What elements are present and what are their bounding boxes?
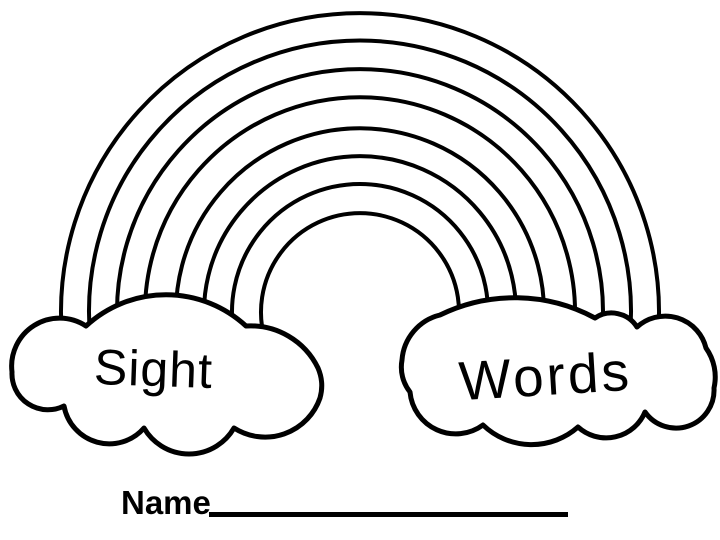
- rainbow-arc: [230, 182, 490, 341]
- name-blank-line: [209, 512, 568, 517]
- left-cloud-label: Sight: [93, 338, 214, 400]
- rainbow-arc: [259, 211, 461, 341]
- rainbow-arc: [115, 67, 605, 341]
- rainbow-arc: [59, 11, 661, 341]
- name-label: Name: [121, 484, 211, 521]
- rainbow-arc: [202, 154, 518, 341]
- right-cloud-label: Words: [457, 339, 634, 413]
- rainbow-arcs: [59, 11, 661, 341]
- left-cloud-shape: [9, 292, 325, 457]
- rainbow-arc: [143, 95, 577, 341]
- rainbow-arc: [174, 126, 546, 341]
- right-cloud-shape: [398, 295, 718, 448]
- rainbow-arc: [87, 38, 633, 341]
